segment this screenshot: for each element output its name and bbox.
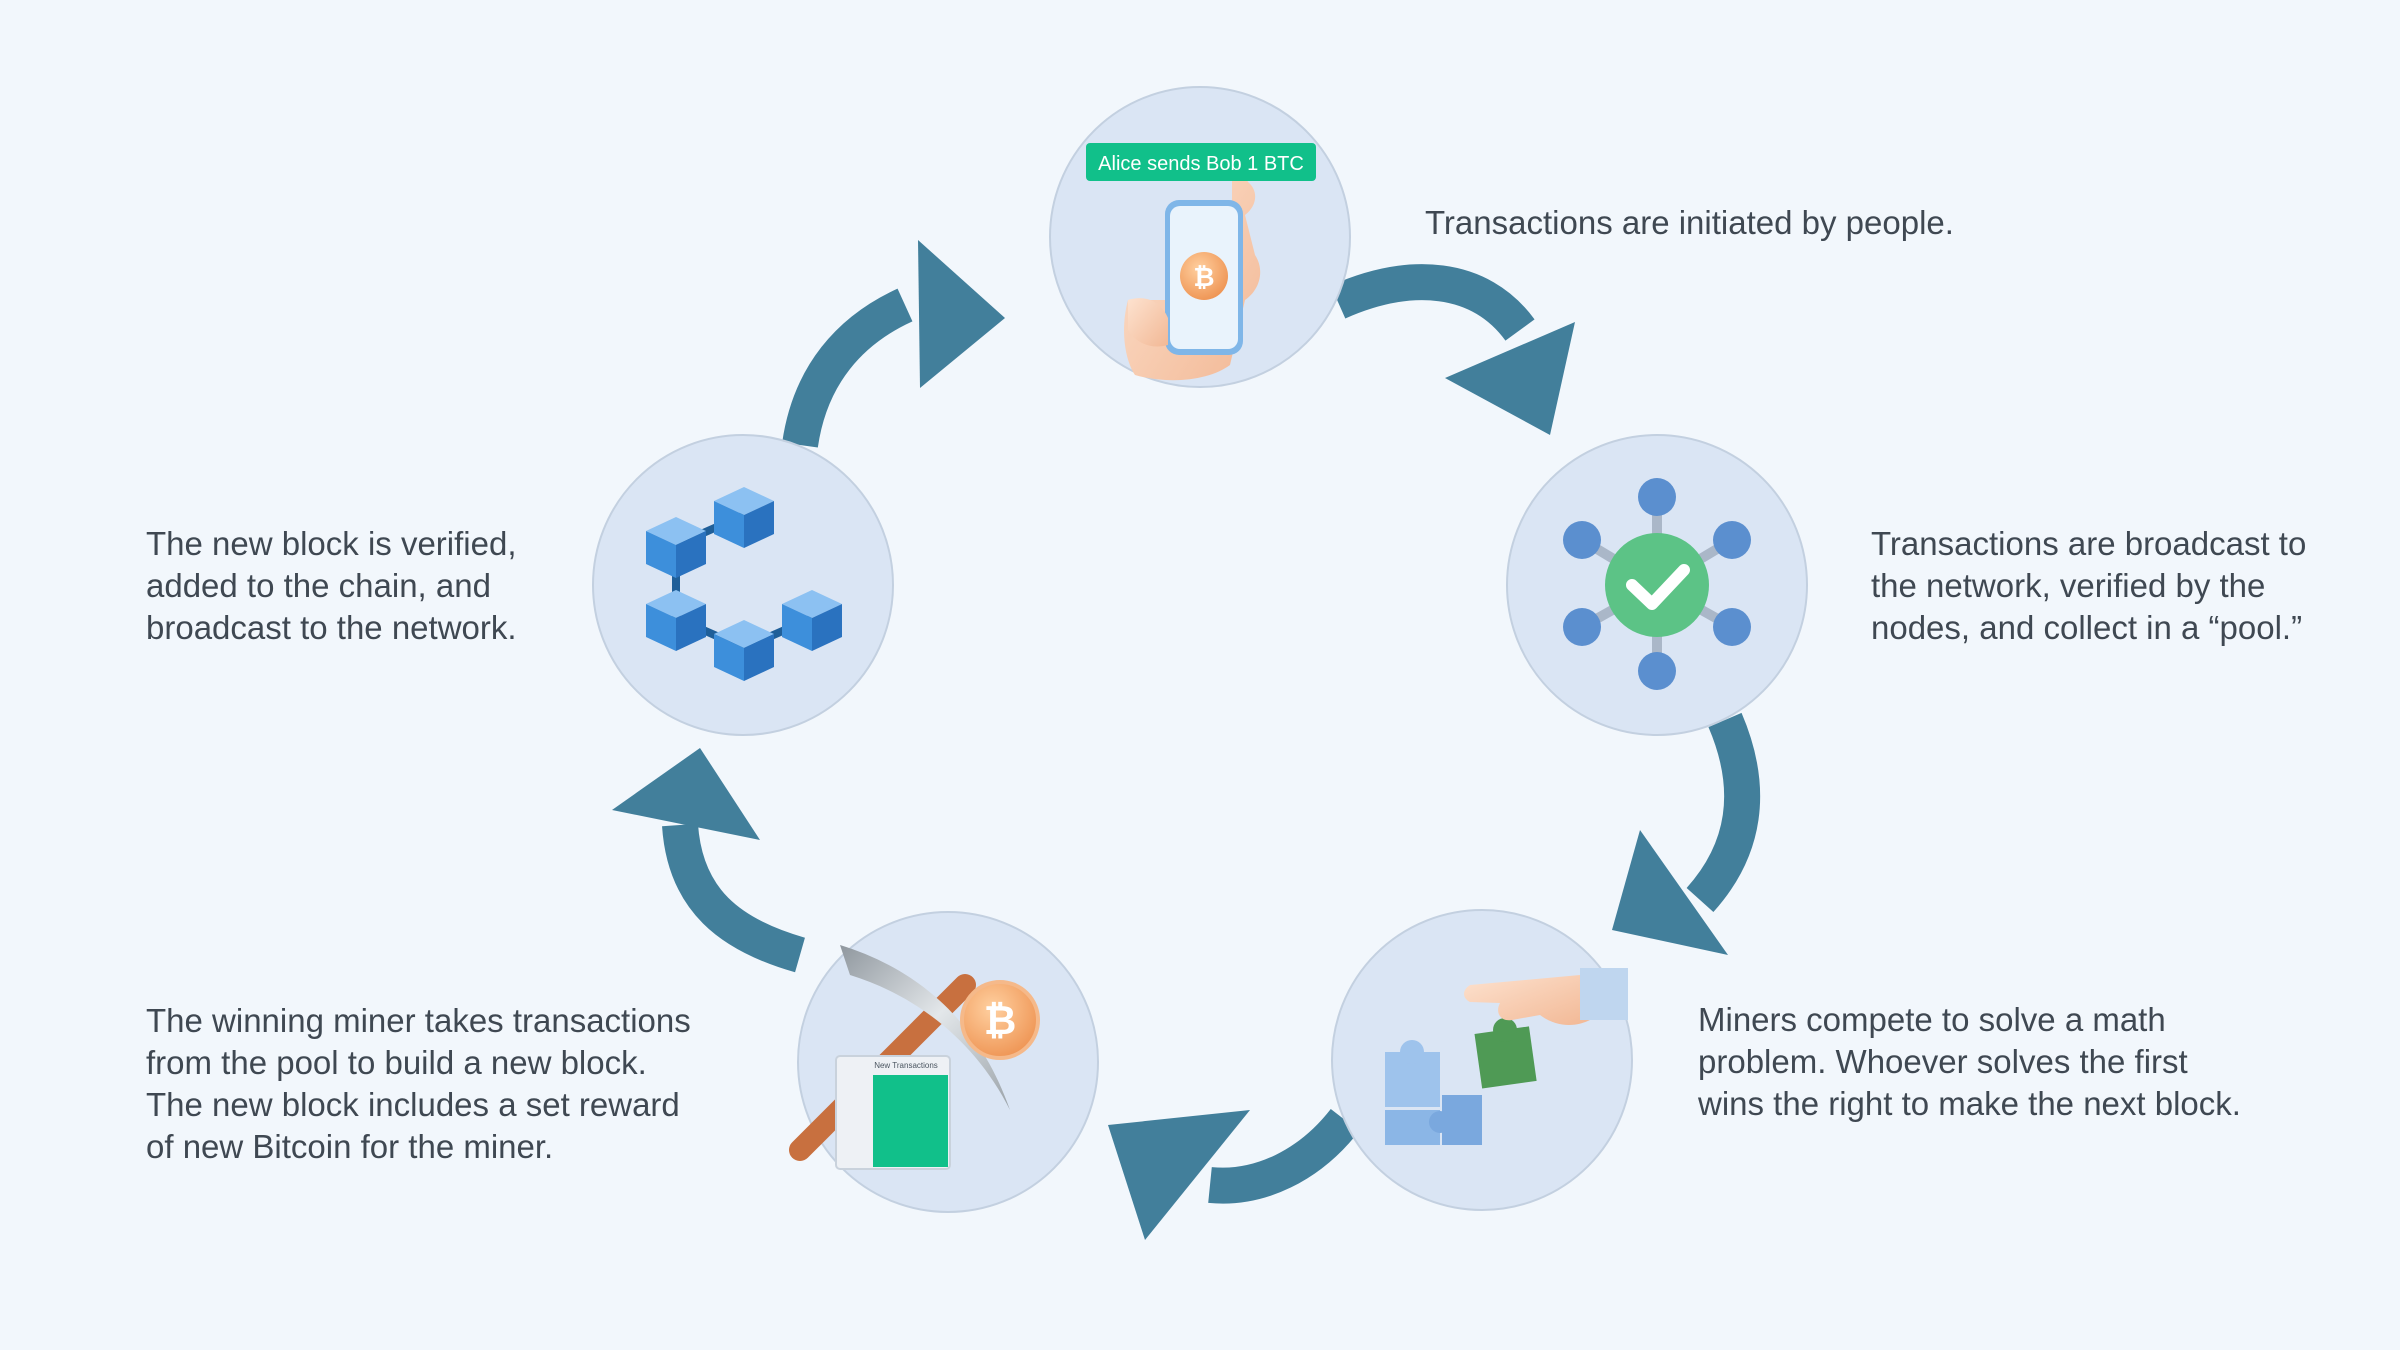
caption-chain: The new block is verified, added to the … (146, 523, 517, 649)
caption-line: The new block includes a set reward (146, 1086, 680, 1123)
arrow-build-to-chain (612, 748, 806, 973)
arrow-initiate-to-broadcast (1330, 264, 1575, 435)
hand-placing-piece-icon (1464, 968, 1628, 1025)
arrow-chain-to-initiate (782, 240, 1005, 448)
caption-line: from the pool to build a new block. (146, 1044, 647, 1081)
step-build: ₿ New Transactions (789, 911, 1099, 1213)
step-circle (592, 434, 894, 736)
arrow-broadcast-to-compete (1612, 712, 1761, 955)
svg-text:₿: ₿ (984, 998, 1017, 1044)
puzzle-pieces-icon (1385, 1018, 1537, 1145)
new-transactions-label: New Transactions (874, 1061, 938, 1070)
bitcoin-coin-icon: ₿ (960, 980, 1040, 1060)
caption-line: broadcast to the network. (146, 609, 517, 646)
block-cube (646, 517, 706, 578)
caption-line: the network, verified by the (1871, 567, 2266, 604)
cycle-arrows (612, 240, 1761, 1240)
caption-line: problem. Whoever solves the first (1698, 1043, 2188, 1080)
caption-line: of new Bitcoin for the miner. (146, 1128, 554, 1165)
caption-line: wins the right to make the next block. (1698, 1085, 2241, 1122)
checkmark-icon (1605, 533, 1709, 637)
block-cube (646, 590, 706, 651)
svg-text:₿: ₿ (1193, 263, 1214, 293)
caption-line: Transactions are broadcast to (1871, 525, 2307, 562)
new-transactions-card: New Transactions (835, 1055, 951, 1170)
caption-line: nodes, and collect in a “pool.” (1871, 609, 2303, 646)
green-puzzle-piece-icon (1474, 1026, 1537, 1089)
caption-line: Transactions are initiated by people. (1425, 204, 1954, 241)
caption-line: The winning miner takes transactions (146, 1002, 691, 1039)
block-cube (714, 487, 774, 548)
linked-blocks-icon (646, 487, 842, 681)
step-broadcast (1506, 434, 1808, 736)
caption-compete: Miners compete to solve a math problem. … (1698, 999, 2241, 1125)
caption-line: added to the chain, and (146, 567, 491, 604)
caption-build: The winning miner takes transactions fro… (146, 1000, 691, 1168)
step-compete (1331, 909, 1633, 1211)
block-cube (782, 590, 842, 651)
network-nodes-icon (1563, 478, 1751, 690)
caption-line: Miners compete to solve a math (1698, 1001, 2166, 1038)
step-initiate: ₿ Alice sends Bob 1 BTC (1049, 86, 1351, 388)
transaction-badge-label: Alice sends Bob 1 BTC (1098, 153, 1304, 175)
caption-initiate: Transactions are initiated by people. (1425, 202, 1954, 244)
caption-broadcast: Transactions are broadcast to the networ… (1871, 523, 2306, 649)
bitcoin-coin-icon (1180, 252, 1228, 300)
block-cube (714, 620, 774, 681)
caption-line: The new block is verified, (146, 525, 517, 562)
transaction-badge (1086, 143, 1316, 181)
hand-holding-phone-icon: ₿ (1124, 165, 1261, 381)
arrow-compete-to-build (1108, 1108, 1360, 1240)
step-chain (592, 434, 894, 736)
